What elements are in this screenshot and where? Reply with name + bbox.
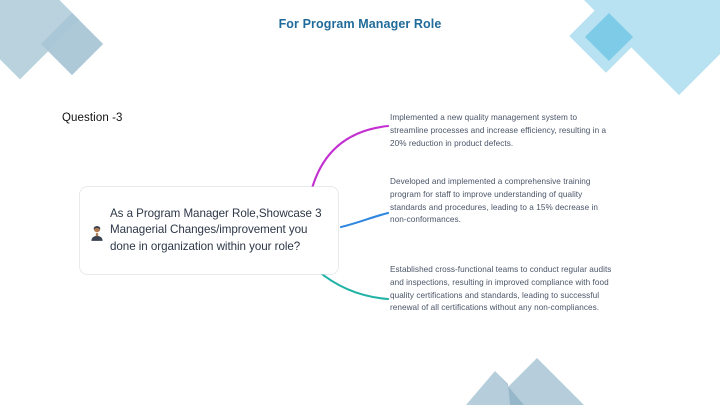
question-card[interactable]: As a Program Manager Role,Showcase 3 Man… <box>80 187 338 274</box>
bottom-mountain-group <box>466 358 584 405</box>
question-number-label: Question -3 <box>62 112 123 124</box>
top-right-diamond-small <box>569 0 643 73</box>
connector-curve-2 <box>315 268 390 301</box>
mountain-small <box>466 371 524 405</box>
page-title: For Program Manager Role <box>278 17 442 31</box>
top-right-diamond-large <box>572 0 720 96</box>
connector-curve-1 <box>339 211 390 229</box>
answer-item-2: Developed and implemented a comprehensiv… <box>390 177 598 225</box>
answer-item-3: Established cross-functional teams to co… <box>390 265 612 313</box>
connector-curve-0 <box>309 124 390 194</box>
person-bust-icon <box>91 225 103 241</box>
top-left-diamond-group <box>0 0 104 80</box>
top-left-diamond-large <box>0 0 80 80</box>
answer-item-1: Implemented a new quality management sys… <box>390 113 607 148</box>
top-right-diamond-group <box>569 0 720 96</box>
mountain-overlap <box>495 371 524 405</box>
question-text: As a Program Manager Role,Showcase 3 Man… <box>110 206 322 253</box>
mountain-large <box>490 358 584 405</box>
